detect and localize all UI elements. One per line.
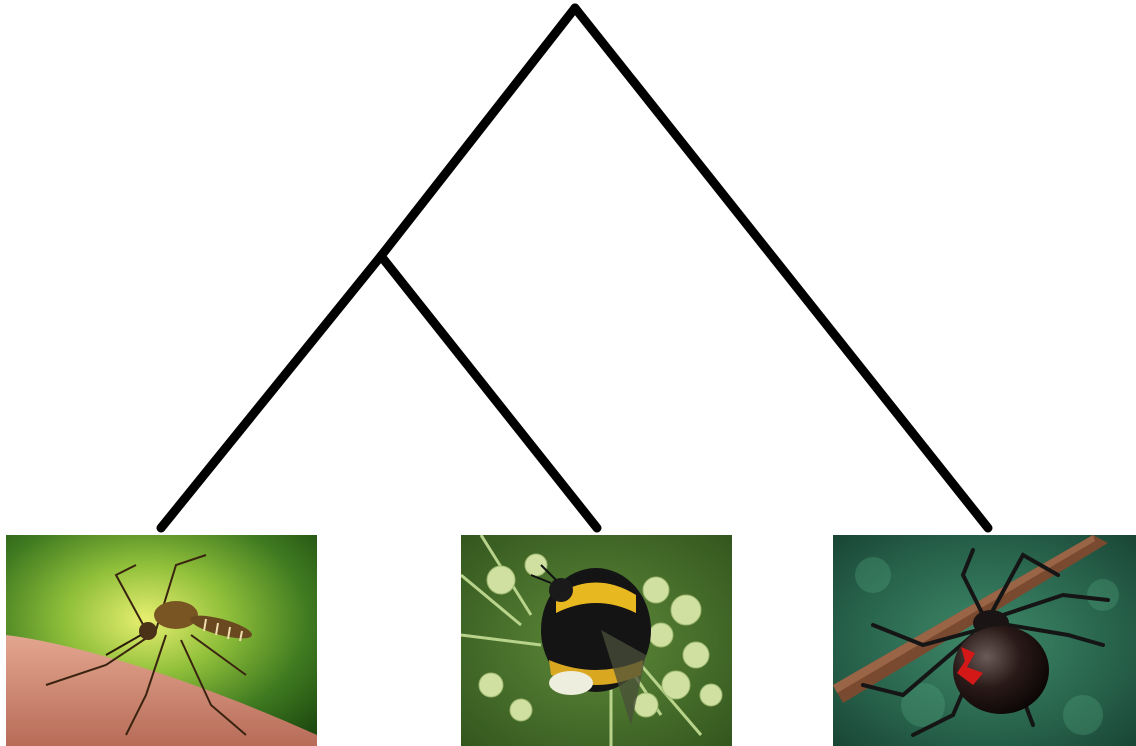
black-widow-spider-photo bbox=[833, 535, 1136, 746]
mosquito-photo bbox=[6, 535, 317, 746]
branch-root-to-spider bbox=[575, 8, 988, 528]
branch-root-to-inner-node bbox=[381, 8, 575, 256]
branch-inner-node-to-bumblebee bbox=[381, 256, 597, 528]
branch-inner-node-to-mosquito bbox=[161, 256, 381, 528]
bumblebee-photo bbox=[461, 535, 732, 746]
